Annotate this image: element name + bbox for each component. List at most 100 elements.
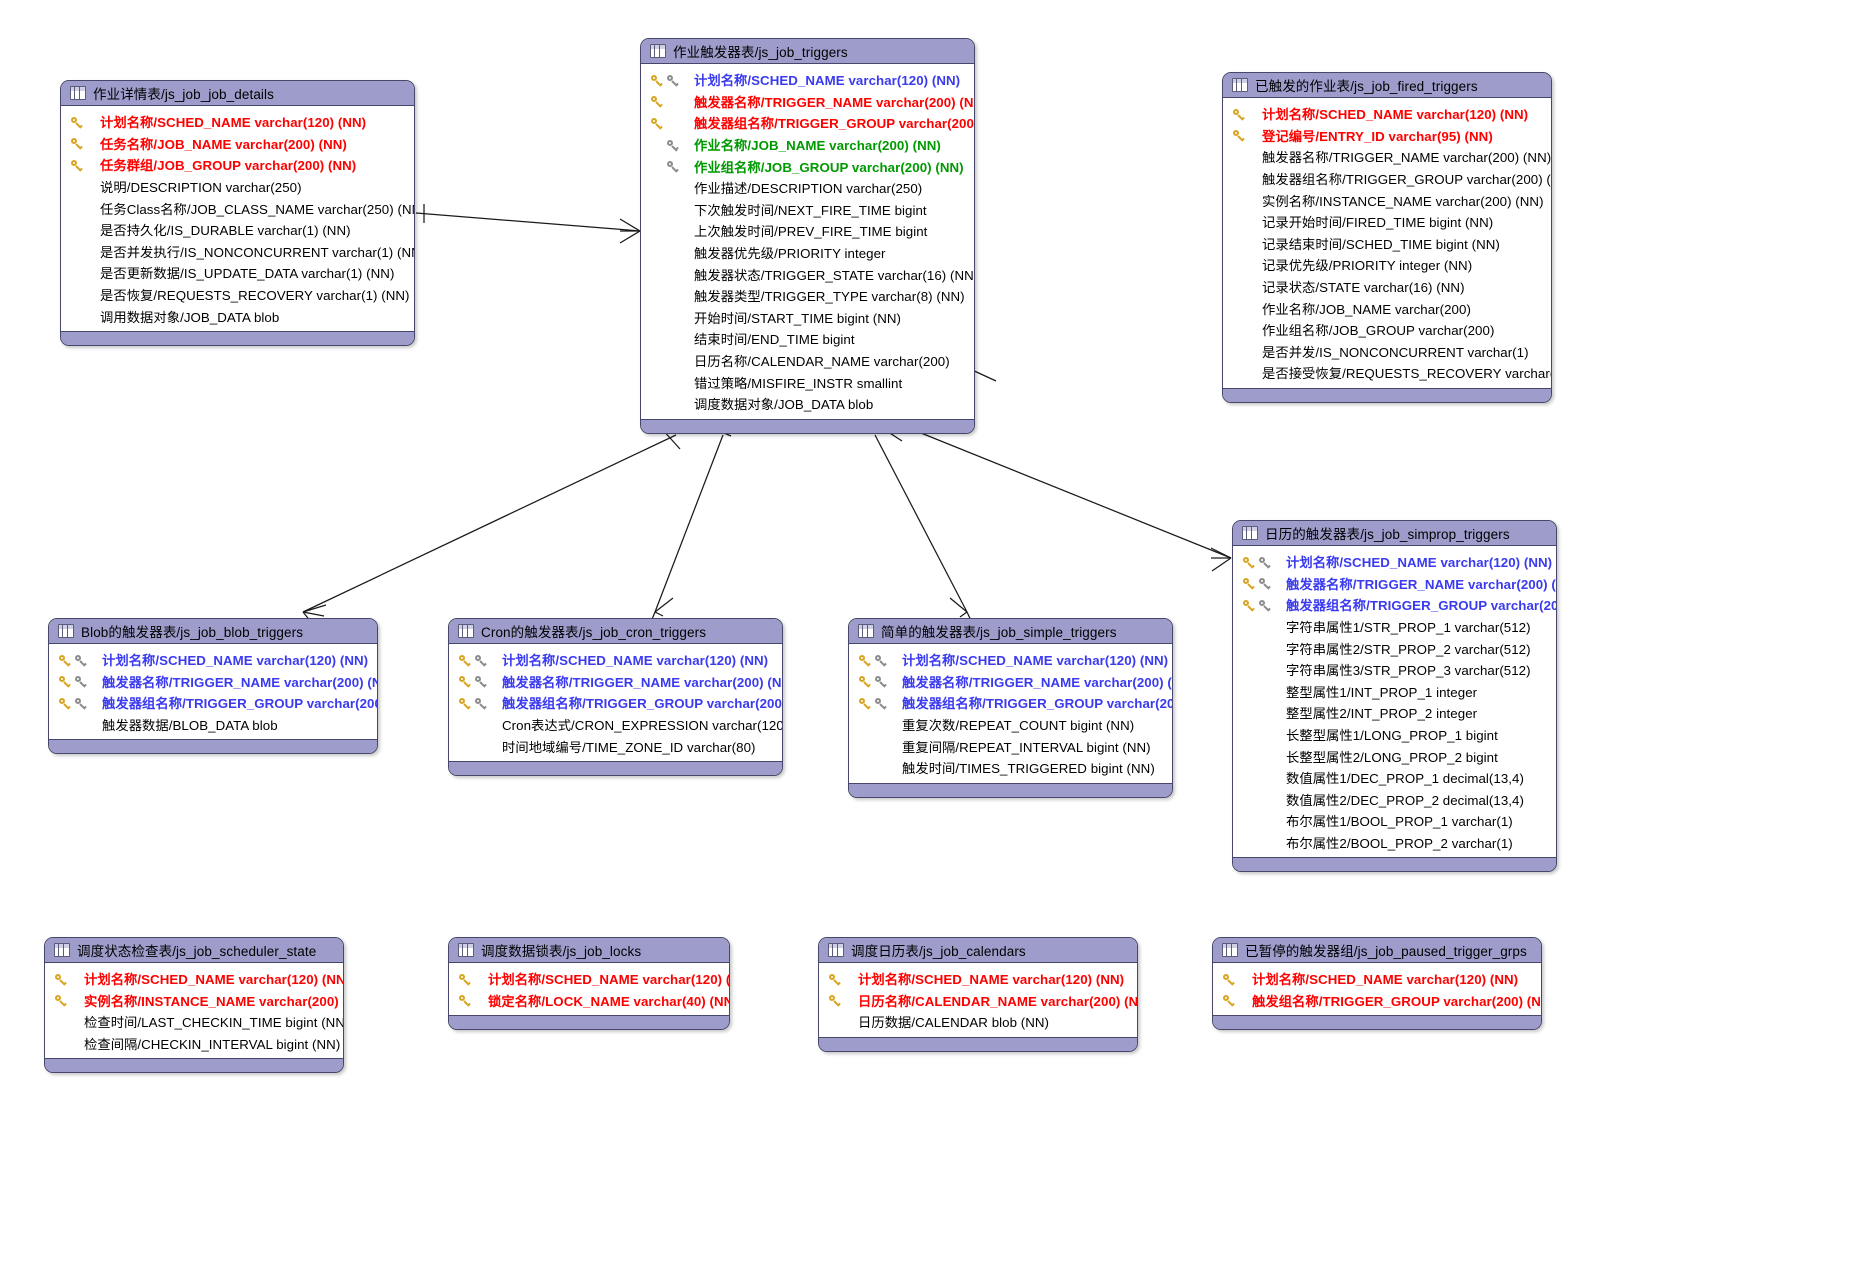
column-row[interactable]: 字符串属性3/STR_PROP_3 varchar(512) — [1233, 659, 1556, 681]
column-row[interactable]: 触发时间/TIMES_TRIGGERED bigint (NN) — [849, 757, 1172, 779]
column-row[interactable]: 作业描述/DESCRIPTION varchar(250) — [641, 177, 974, 199]
column-row[interactable]: 时间地域编号/TIME_ZONE_ID varchar(80) — [449, 735, 782, 757]
column-row[interactable]: 计划名称/SCHED_NAME varchar(120) (NN) — [1213, 968, 1541, 990]
column-row[interactable]: 日历名称/CALENDAR_NAME varchar(200) — [641, 350, 974, 372]
entity-paused_trigger_grps[interactable]: 已暂停的触发器组/js_job_paused_trigger_grps 计划名称/… — [1212, 937, 1542, 1031]
entity-scheduler_state[interactable]: 调度状态检查表/js_job_scheduler_state 计划名称/SCHED… — [44, 937, 344, 1074]
column-row[interactable]: 布尔属性1/BOOL_PROP_1 varchar(1) — [1233, 810, 1556, 832]
column-row[interactable]: 记录开始时间/FIRED_TIME bigint (NN) — [1223, 211, 1551, 233]
column-row[interactable]: 触发器名称/TRIGGER_NAME varchar(200) (NN) — [449, 671, 782, 693]
column-row[interactable]: 计划名称/SCHED_NAME varchar(120) (NN) — [641, 69, 974, 91]
column-row[interactable]: 日历数据/CALENDAR blob (NN) — [819, 1011, 1137, 1033]
entity-header-job_details[interactable]: 作业详情表/js_job_job_details — [61, 81, 414, 106]
column-row[interactable]: 记录结束时间/SCHED_TIME bigint (NN) — [1223, 233, 1551, 255]
entity-header-fired_triggers[interactable]: 已触发的作业表/js_job_fired_triggers — [1223, 73, 1551, 98]
column-row[interactable]: Cron表达式/CRON_EXPRESSION varchar(120) (NN… — [449, 714, 782, 736]
entity-header-locks[interactable]: 调度数据锁表/js_job_locks — [449, 938, 729, 963]
column-row[interactable]: 触发器名称/TRIGGER_NAME varchar(200) (NN) — [641, 91, 974, 113]
column-row[interactable]: 记录状态/STATE varchar(16) (NN) — [1223, 276, 1551, 298]
column-row[interactable]: 重复间隔/REPEAT_INTERVAL bigint (NN) — [849, 735, 1172, 757]
column-row[interactable]: 检查时间/LAST_CHECKIN_TIME bigint (NN) — [45, 1011, 343, 1033]
column-row[interactable]: 触发器数据/BLOB_DATA blob — [49, 714, 377, 736]
column-row[interactable]: 数值属性1/DEC_PROP_1 decimal(13,4) — [1233, 767, 1556, 789]
column-row[interactable]: 整型属性2/INT_PROP_2 integer — [1233, 702, 1556, 724]
column-row[interactable]: 作业组名称/JOB_GROUP varchar(200) — [1223, 319, 1551, 341]
column-row[interactable]: 触发组名称/TRIGGER_GROUP varchar(200) (NN) — [1213, 990, 1541, 1012]
column-row[interactable]: 数值属性2/DEC_PROP_2 decimal(13,4) — [1233, 789, 1556, 811]
column-row[interactable]: 任务名称/JOB_NAME varchar(200) (NN) — [61, 133, 414, 155]
entity-header-blob_triggers[interactable]: Blob的触发器表/js_job_blob_triggers — [49, 619, 377, 644]
column-row[interactable]: 触发器名称/TRIGGER_NAME varchar(200) (NN) — [849, 671, 1172, 693]
column-row[interactable]: 整型属性1/INT_PROP_1 integer — [1233, 681, 1556, 703]
column-row[interactable]: 重复次数/REPEAT_COUNT bigint (NN) — [849, 714, 1172, 736]
column-row[interactable]: 日历名称/CALENDAR_NAME varchar(200) (NN) — [819, 990, 1137, 1012]
column-row[interactable]: 计划名称/SCHED_NAME varchar(120) (NN) — [1223, 103, 1551, 125]
column-row[interactable]: 字符串属性1/STR_PROP_1 varchar(512) — [1233, 616, 1556, 638]
column-row[interactable]: 触发器组名称/TRIGGER_GROUP varchar(200) (NN) — [849, 692, 1172, 714]
column-row[interactable]: 触发器状态/TRIGGER_STATE varchar(16) (NN) — [641, 263, 974, 285]
column-row[interactable]: 结束时间/END_TIME bigint — [641, 328, 974, 350]
column-row[interactable]: 调度数据对象/JOB_DATA blob — [641, 393, 974, 415]
column-row[interactable]: 下次触发时间/NEXT_FIRE_TIME bigint — [641, 199, 974, 221]
column-row[interactable]: 开始时间/START_TIME bigint (NN) — [641, 307, 974, 329]
column-row[interactable]: 记录优先级/PRIORITY integer (NN) — [1223, 254, 1551, 276]
entity-locks[interactable]: 调度数据锁表/js_job_locks 计划名称/SCHED_NAME varch… — [448, 937, 730, 1031]
column-row[interactable]: 长整型属性2/LONG_PROP_2 bigint — [1233, 745, 1556, 767]
column-row[interactable]: 计划名称/SCHED_NAME varchar(120) (NN) — [45, 968, 343, 990]
column-row[interactable]: 触发器组名称/TRIGGER_GROUP varchar(200) (NN) — [449, 692, 782, 714]
column-row[interactable]: 触发器组名称/TRIGGER_GROUP varchar(200) (NN) — [49, 692, 377, 714]
column-row[interactable]: 实例名称/INSTANCE_NAME varchar(200) (NN) — [1223, 189, 1551, 211]
column-row[interactable]: 计划名称/SCHED_NAME varchar(120) (NN) — [449, 968, 729, 990]
column-row[interactable]: 计划名称/SCHED_NAME varchar(120) (NN) — [819, 968, 1137, 990]
column-row[interactable]: 是否并发执行/IS_NONCONCURRENT varchar(1) (NN) — [61, 241, 414, 263]
column-row[interactable]: 是否更新数据/IS_UPDATE_DATA varchar(1) (NN) — [61, 262, 414, 284]
column-row[interactable]: 计划名称/SCHED_NAME varchar(120) (NN) — [1233, 551, 1556, 573]
column-row[interactable]: 锁定名称/LOCK_NAME varchar(40) (NN) — [449, 990, 729, 1012]
column-row[interactable]: 说明/DESCRIPTION varchar(250) — [61, 176, 414, 198]
entity-header-triggers[interactable]: 作业触发器表/js_job_triggers — [641, 39, 974, 64]
entity-calendars[interactable]: 调度日历表/js_job_calendars 计划名称/SCHED_NAME va… — [818, 937, 1138, 1052]
column-row[interactable]: 计划名称/SCHED_NAME varchar(120) (NN) — [849, 649, 1172, 671]
column-row[interactable]: 触发器组名称/TRIGGER_GROUP varchar(200) (NN) — [1223, 168, 1551, 190]
entity-blob_triggers[interactable]: Blob的触发器表/js_job_blob_triggers 计划名称/SCHED… — [48, 618, 378, 755]
column-row[interactable]: 触发器名称/TRIGGER_NAME varchar(200) (NN) — [1223, 146, 1551, 168]
column-row[interactable]: 布尔属性2/BOOL_PROP_2 varchar(1) — [1233, 832, 1556, 854]
column-row[interactable]: 错过策略/MISFIRE_INSTR smallint — [641, 371, 974, 393]
column-row[interactable]: 是否接受恢复/REQUESTS_RECOVERY varchar(1) — [1223, 362, 1551, 384]
column-row[interactable]: 登记编号/ENTRY_ID varchar(95) (NN) — [1223, 125, 1551, 147]
column-row[interactable]: 触发器名称/TRIGGER_NAME varchar(200) (NN) — [1233, 573, 1556, 595]
entity-fired_triggers[interactable]: 已触发的作业表/js_job_fired_triggers 计划名称/SCHED_… — [1222, 72, 1552, 403]
column-row[interactable]: 实例名称/INSTANCE_NAME varchar(200) (NN) — [45, 990, 343, 1012]
column-row[interactable]: 作业名称/JOB_NAME varchar(200) — [1223, 297, 1551, 319]
column-row[interactable]: 作业组名称/JOB_GROUP varchar(200) (NN) — [641, 155, 974, 177]
column-row[interactable]: 任务Class名称/JOB_CLASS_NAME varchar(250) (N… — [61, 197, 414, 219]
entity-job_details[interactable]: 作业详情表/js_job_job_details 计划名称/SCHED_NAME … — [60, 80, 415, 346]
entity-simprop_triggers[interactable]: 日历的触发器表/js_job_simprop_triggers 计划名称/SCHE… — [1232, 520, 1557, 873]
column-row[interactable]: 上次触发时间/PREV_FIRE_TIME bigint — [641, 220, 974, 242]
column-row[interactable]: 是否并发/IS_NONCONCURRENT varchar(1) — [1223, 341, 1551, 363]
column-row[interactable]: 是否恢复/REQUESTS_RECOVERY varchar(1) (NN) — [61, 284, 414, 306]
column-row[interactable]: 是否持久化/IS_DURABLE varchar(1) (NN) — [61, 219, 414, 241]
entity-header-calendars[interactable]: 调度日历表/js_job_calendars — [819, 938, 1137, 963]
column-row[interactable]: 计划名称/SCHED_NAME varchar(120) (NN) — [449, 649, 782, 671]
column-row[interactable]: 检查间隔/CHECKIN_INTERVAL bigint (NN) — [45, 1033, 343, 1055]
entity-header-simprop_triggers[interactable]: 日历的触发器表/js_job_simprop_triggers — [1233, 521, 1556, 546]
entity-header-scheduler_state[interactable]: 调度状态检查表/js_job_scheduler_state — [45, 938, 343, 963]
column-row[interactable]: 作业名称/JOB_NAME varchar(200) (NN) — [641, 134, 974, 156]
entity-header-cron_triggers[interactable]: Cron的触发器表/js_job_cron_triggers — [449, 619, 782, 644]
column-row[interactable]: 触发器优先级/PRIORITY integer — [641, 242, 974, 264]
entity-header-paused_trigger_grps[interactable]: 已暂停的触发器组/js_job_paused_trigger_grps — [1213, 938, 1541, 963]
column-row[interactable]: 任务群组/JOB_GROUP varchar(200) (NN) — [61, 154, 414, 176]
entity-triggers[interactable]: 作业触发器表/js_job_triggers 计划名称/SCHED_NAME va… — [640, 38, 975, 434]
entity-cron_triggers[interactable]: Cron的触发器表/js_job_cron_triggers 计划名称/SCHED… — [448, 618, 783, 776]
column-row[interactable]: 计划名称/SCHED_NAME varchar(120) (NN) — [61, 111, 414, 133]
entity-simple_triggers[interactable]: 简单的触发器表/js_job_simple_triggers 计划名称/SCHED… — [848, 618, 1173, 798]
column-row[interactable]: 调用数据对象/JOB_DATA blob — [61, 305, 414, 327]
column-row[interactable]: 触发器名称/TRIGGER_NAME varchar(200) (NN) — [49, 671, 377, 693]
column-row[interactable]: 触发器组名称/TRIGGER_GROUP varchar(200) (NN) — [1233, 594, 1556, 616]
column-row[interactable]: 触发器组名称/TRIGGER_GROUP varchar(200) (NN) — [641, 112, 974, 134]
column-row[interactable]: 触发器类型/TRIGGER_TYPE varchar(8) (NN) — [641, 285, 974, 307]
column-row[interactable]: 计划名称/SCHED_NAME varchar(120) (NN) — [49, 649, 377, 671]
entity-header-simple_triggers[interactable]: 简单的触发器表/js_job_simple_triggers — [849, 619, 1172, 644]
column-row[interactable]: 字符串属性2/STR_PROP_2 varchar(512) — [1233, 637, 1556, 659]
